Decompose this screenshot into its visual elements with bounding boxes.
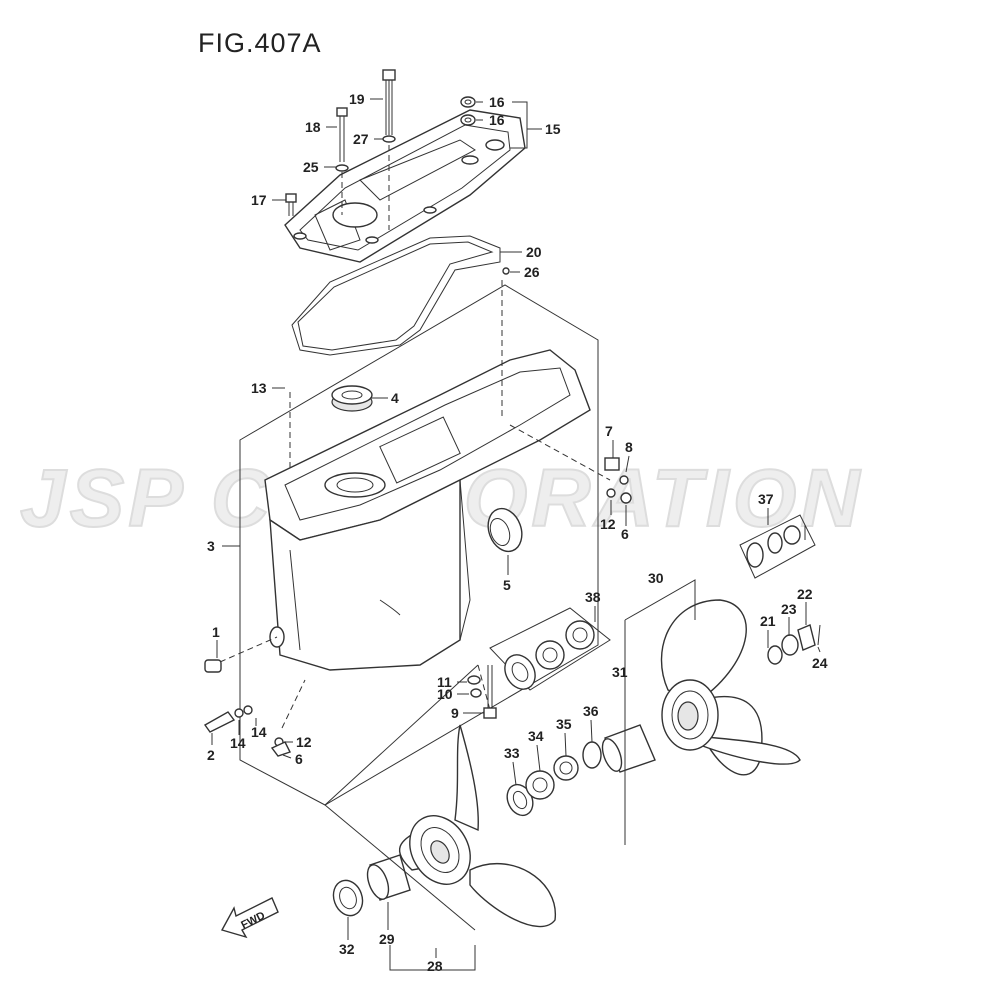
callout-24: 24	[812, 655, 828, 671]
callout-12a: 12	[600, 516, 616, 532]
bushings-16	[460, 96, 476, 126]
callout-14a: 14	[230, 735, 246, 751]
spacer-36	[582, 741, 602, 769]
bolt-8	[619, 475, 629, 485]
callout-19: 19	[349, 91, 365, 107]
cotter-pin-24	[817, 624, 821, 646]
washer-27	[382, 135, 396, 143]
callout-17: 17	[251, 192, 267, 208]
callout-15: 15	[545, 121, 561, 137]
callout-8: 8	[625, 439, 633, 455]
callout-10: 10	[437, 686, 453, 702]
callout-1: 1	[212, 624, 220, 640]
bolt-17	[285, 193, 297, 216]
callout-12b: 12	[296, 734, 312, 750]
bolt-18	[336, 107, 348, 162]
callout-2: 2	[207, 747, 215, 763]
spacer-32	[332, 879, 364, 917]
callout-14b: 14	[251, 724, 267, 740]
nut-35	[553, 755, 579, 781]
callout-28: 28	[427, 958, 443, 974]
callout-3: 3	[207, 538, 215, 554]
propeller-30	[660, 599, 801, 776]
callout-30: 30	[648, 570, 664, 586]
callout-32: 32	[339, 941, 355, 957]
nut-22	[797, 624, 816, 651]
bolt-19	[382, 69, 396, 135]
lockwasher-34	[525, 770, 555, 800]
bolt-6	[620, 492, 632, 504]
washer-12	[606, 488, 616, 498]
callout-22: 22	[797, 586, 813, 602]
figure-title: FIG.407A	[198, 28, 322, 58]
bushing-29	[366, 854, 411, 901]
washer-25	[335, 164, 349, 172]
washer-10	[470, 688, 482, 698]
callout-23: 23	[781, 601, 797, 617]
o-ring-26	[502, 267, 510, 275]
callout-26: 26	[524, 264, 540, 280]
callout-13: 13	[251, 380, 267, 396]
lower-frame-line	[324, 804, 476, 931]
callout-35: 35	[556, 716, 572, 732]
washer-11	[467, 675, 481, 685]
bearing-5	[487, 507, 523, 553]
callout-25: 25	[303, 159, 319, 175]
callout-6a: 6	[621, 526, 629, 542]
callout-18: 18	[305, 119, 321, 135]
washer-14b	[243, 705, 253, 715]
callout-37: 37	[758, 491, 774, 507]
gasket	[291, 235, 501, 356]
callout-5: 5	[503, 577, 511, 593]
leader-lines	[211, 98, 821, 958]
callout-labels: 19 18 27 25 17 16 16 15 20 26 13 4 3 5 7…	[207, 91, 828, 974]
assembly-frame	[239, 284, 599, 806]
callout-36: 36	[583, 703, 599, 719]
callout-33: 33	[504, 745, 520, 761]
anode-7	[604, 457, 620, 471]
callout-20: 20	[526, 244, 542, 260]
screw-6b	[270, 741, 291, 757]
callout-7: 7	[605, 423, 613, 439]
bolt-9	[483, 665, 497, 719]
washer-21	[767, 645, 783, 665]
callout-34: 34	[528, 728, 544, 744]
kit-37-frame	[739, 514, 816, 579]
callout-38: 38	[585, 589, 601, 605]
pin-2	[203, 711, 236, 733]
callout-27: 27	[353, 131, 369, 147]
bushing-31	[601, 724, 656, 773]
callout-21: 21	[760, 613, 776, 629]
plug-1	[204, 659, 222, 673]
washer-14a	[234, 708, 244, 718]
fwd-arrow-icon: FWD	[220, 897, 279, 939]
washer-23	[781, 634, 799, 656]
propeller-28	[398, 724, 556, 928]
callout-4: 4	[391, 390, 399, 406]
cover-plate	[284, 109, 526, 263]
callout-16b: 16	[489, 112, 505, 128]
callout-16a: 16	[489, 94, 505, 110]
callout-6b: 6	[295, 751, 303, 767]
callout-9: 9	[451, 705, 459, 721]
gear-case-housing	[264, 349, 591, 671]
callout-11: 11	[437, 674, 452, 690]
callout-29: 29	[379, 931, 395, 947]
callout-31: 31	[612, 664, 628, 680]
